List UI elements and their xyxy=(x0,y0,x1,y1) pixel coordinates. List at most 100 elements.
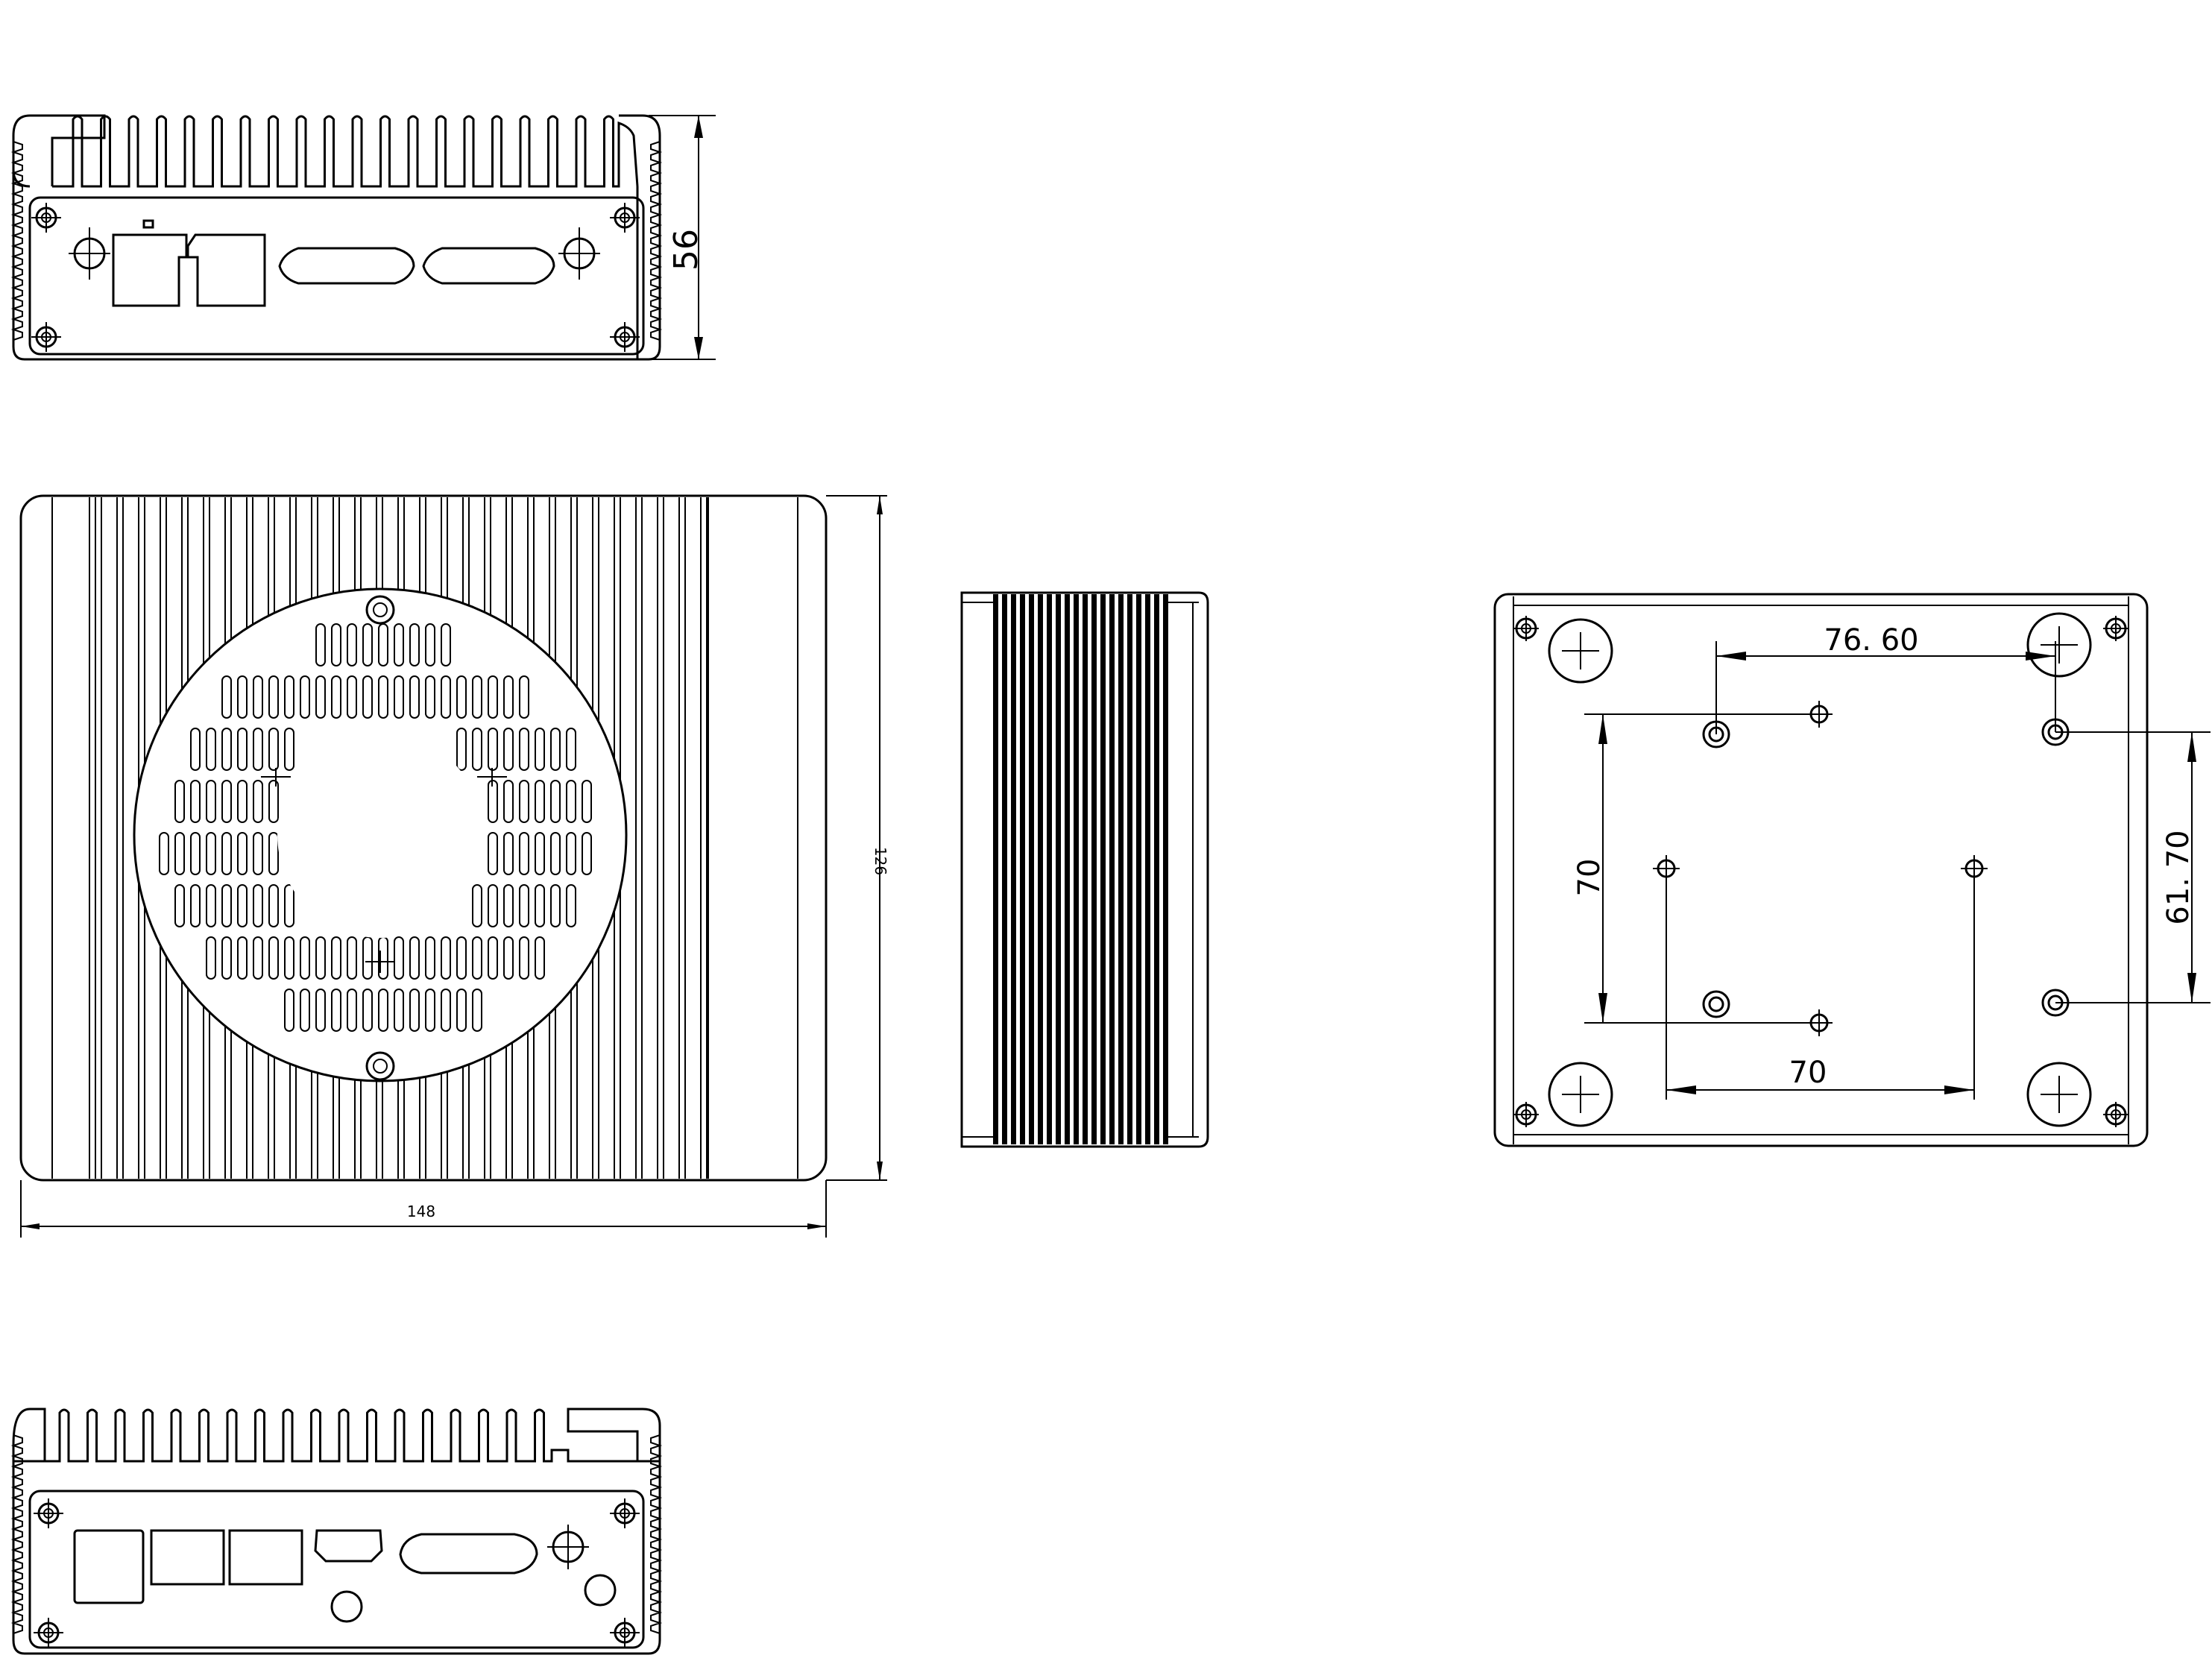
grill-slot xyxy=(378,989,388,1032)
grill-slot xyxy=(488,884,498,927)
bottom-mount-hole-2 xyxy=(1702,990,1730,1018)
rear-enclosure-body xyxy=(12,1461,661,1655)
front-view: 56 xyxy=(10,114,716,361)
grill-slot xyxy=(315,936,326,980)
grill-slot xyxy=(519,675,529,719)
grill-slot xyxy=(456,675,467,719)
rear-panel xyxy=(28,1490,645,1649)
grill-slot xyxy=(206,936,216,980)
rear-lan-port-2 xyxy=(228,1529,303,1586)
grill-slot xyxy=(268,780,279,823)
grill-slot xyxy=(315,675,326,719)
front-antenna-hole-right xyxy=(558,227,600,280)
grill-slot xyxy=(237,728,248,771)
grill-slot xyxy=(315,989,326,1032)
grill-slot xyxy=(174,832,185,875)
grill-slot xyxy=(503,884,514,927)
grill-slot xyxy=(503,832,514,875)
grill-slot xyxy=(237,832,248,875)
bottom-screw-tl xyxy=(1513,616,1539,641)
grill-slot xyxy=(284,989,294,1032)
grill-slot xyxy=(221,675,232,719)
top-fan-grill-slots xyxy=(159,623,592,1032)
grill-slot xyxy=(221,728,232,771)
grill-slot xyxy=(409,936,420,980)
grill-slot xyxy=(535,780,545,823)
grill-slot xyxy=(221,884,232,927)
front-panel xyxy=(28,196,645,356)
grill-slot xyxy=(472,936,482,980)
side-fin xyxy=(1056,594,1061,1144)
grill-slot xyxy=(174,884,185,927)
bottom-dim-70-vertical: 70 xyxy=(1572,859,1607,897)
grill-slot xyxy=(550,832,561,875)
grill-slot xyxy=(300,675,310,719)
front-antenna-hole-left xyxy=(69,227,110,280)
grill-slot xyxy=(190,728,201,771)
grill-slot xyxy=(206,780,216,823)
front-screw-bottom-left xyxy=(31,322,61,352)
grill-slot xyxy=(284,884,294,927)
grill-slot xyxy=(221,936,232,980)
front-screw-top-right xyxy=(610,203,640,233)
rear-side-teeth xyxy=(10,1434,663,1634)
bottom-screw-bl xyxy=(1513,1102,1539,1127)
grill-slot xyxy=(488,936,498,980)
grill-slot xyxy=(409,989,420,1032)
top-view: 126 148 xyxy=(19,494,889,1238)
grill-slot xyxy=(519,884,529,927)
grill-slot xyxy=(535,884,545,927)
side-fin xyxy=(1029,594,1034,1144)
grill-slot xyxy=(190,832,201,875)
side-fin xyxy=(1038,594,1043,1144)
top-width-dimension: 148 xyxy=(407,1203,435,1220)
side-fin xyxy=(1100,594,1106,1144)
side-fin xyxy=(1127,594,1132,1144)
grill-slot xyxy=(535,936,545,980)
grill-slot xyxy=(347,989,357,1032)
grill-slot xyxy=(221,832,232,875)
grill-slot xyxy=(362,675,373,719)
front-left-edge xyxy=(12,170,637,361)
rear-vga-port xyxy=(399,1533,538,1575)
grill-slot xyxy=(535,728,545,771)
bottom-dim-61-70: 61. 70 xyxy=(2161,830,2196,924)
grill-slot xyxy=(394,989,404,1032)
front-lan-port xyxy=(186,233,266,307)
grill-slot xyxy=(519,832,529,875)
front-serial-port-2 xyxy=(422,247,555,285)
grill-slot xyxy=(441,623,451,666)
grill-slot xyxy=(394,623,404,666)
grill-slot xyxy=(566,728,576,771)
bottom-screw-br xyxy=(2103,1102,2129,1127)
grill-slot xyxy=(284,936,294,980)
grill-slot xyxy=(535,832,545,875)
bottom-foot-top-right xyxy=(2026,612,2092,678)
grill-slot xyxy=(409,675,420,719)
side-view xyxy=(960,591,1209,1148)
grill-slot xyxy=(394,675,404,719)
rear-audio-jack xyxy=(330,1590,363,1623)
grill-slot xyxy=(331,936,341,980)
top-grill-screw-bottom xyxy=(365,1051,395,1081)
grill-slot xyxy=(566,884,576,927)
bottom-dim-70-horizontal: 70 xyxy=(1789,1056,1827,1090)
grill-slot xyxy=(472,989,482,1032)
grill-slot xyxy=(456,989,467,1032)
side-fin xyxy=(1083,594,1088,1144)
side-fin xyxy=(1047,594,1052,1144)
grill-slot xyxy=(472,884,482,927)
grill-slot xyxy=(206,884,216,927)
grill-slot xyxy=(425,936,435,980)
grill-slot xyxy=(519,780,529,823)
front-usb-port xyxy=(112,233,188,307)
front-led-indicator xyxy=(142,219,154,229)
grill-slot xyxy=(300,936,310,980)
grill-slot xyxy=(425,989,435,1032)
grill-slot xyxy=(519,936,529,980)
rear-screw-bl xyxy=(34,1618,63,1648)
grill-slot xyxy=(190,884,201,927)
grill-slot xyxy=(190,780,201,823)
front-screw-bottom-right xyxy=(610,322,640,352)
